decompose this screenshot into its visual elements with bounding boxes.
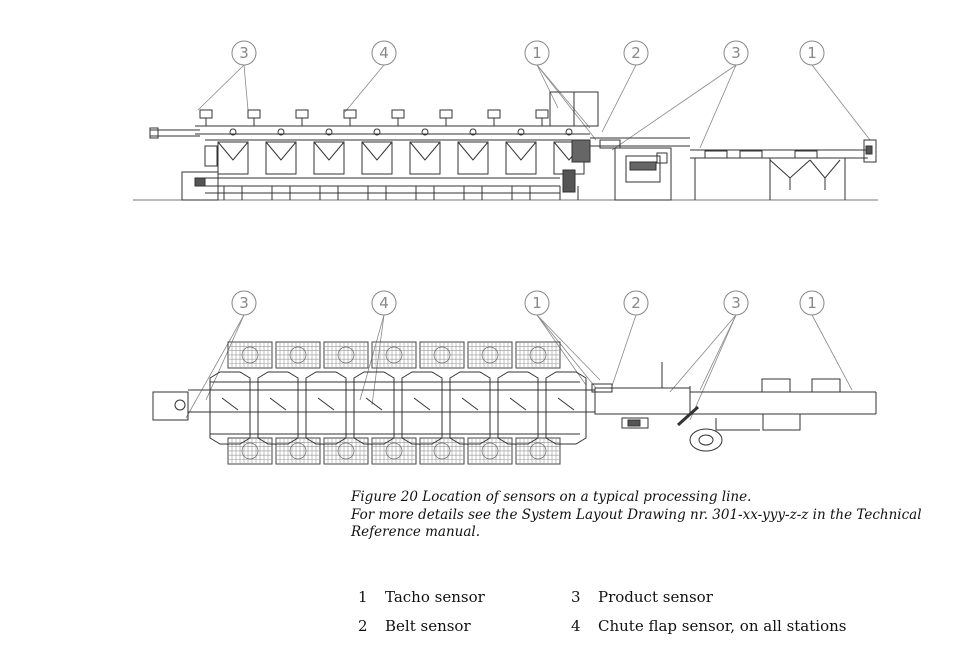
svg-text:1: 1 [532, 44, 542, 62]
legend-number: 4 [571, 617, 581, 635]
svg-text:1: 1 [807, 44, 817, 62]
callout-3: 3 [197, 40, 257, 111]
legend-label: Tacho sensor [385, 588, 485, 606]
callouts-top-view: 3 4 1 2 3 1 [185, 290, 853, 421]
svg-text:3: 3 [731, 294, 741, 312]
caption-line-3: Reference manual. [351, 524, 481, 540]
top-plan-view [152, 341, 877, 465]
callout-2: 2 [611, 290, 649, 387]
callout-1: 1 [799, 290, 853, 391]
callout-3: 3 [669, 290, 749, 421]
processing-line-drawing: 3 4 1 2 3 1 3 4 1 2 3 1 [133, 40, 878, 465]
legend-number: 2 [358, 617, 368, 635]
callouts-side-view: 3 4 1 2 3 1 [197, 40, 871, 151]
callout-1: 1 [524, 40, 597, 141]
callout-1: 1 [524, 290, 601, 389]
svg-text:3: 3 [731, 44, 741, 62]
svg-text:1: 1 [532, 294, 542, 312]
callout-3: 3 [611, 40, 749, 151]
callout-3: 3 [185, 290, 257, 419]
callout-2: 2 [601, 40, 649, 133]
side-elevation-view [133, 91, 878, 201]
caption-line-1: Figure 20 Location of sensors on a typic… [351, 489, 752, 505]
figure-caption: Figure 20 Location of sensors on a typic… [351, 489, 922, 542]
callout-1: 1 [799, 40, 871, 141]
callout-4: 4 [344, 40, 397, 113]
legend-label: Product sensor [598, 588, 713, 606]
legend-number: 1 [358, 588, 368, 606]
legend-label: Chute flap sensor, on all stations [598, 617, 847, 635]
svg-text:3: 3 [239, 44, 249, 62]
legend-number: 3 [571, 588, 581, 606]
svg-text:4: 4 [379, 44, 389, 62]
legend-label: Belt sensor [385, 617, 471, 635]
svg-text:2: 2 [631, 44, 641, 62]
svg-text:3: 3 [239, 294, 249, 312]
caption-line-2: For more details see the System Layout D… [351, 506, 922, 523]
svg-text:1: 1 [807, 294, 817, 312]
svg-text:4: 4 [379, 294, 389, 312]
svg-text:2: 2 [631, 294, 641, 312]
